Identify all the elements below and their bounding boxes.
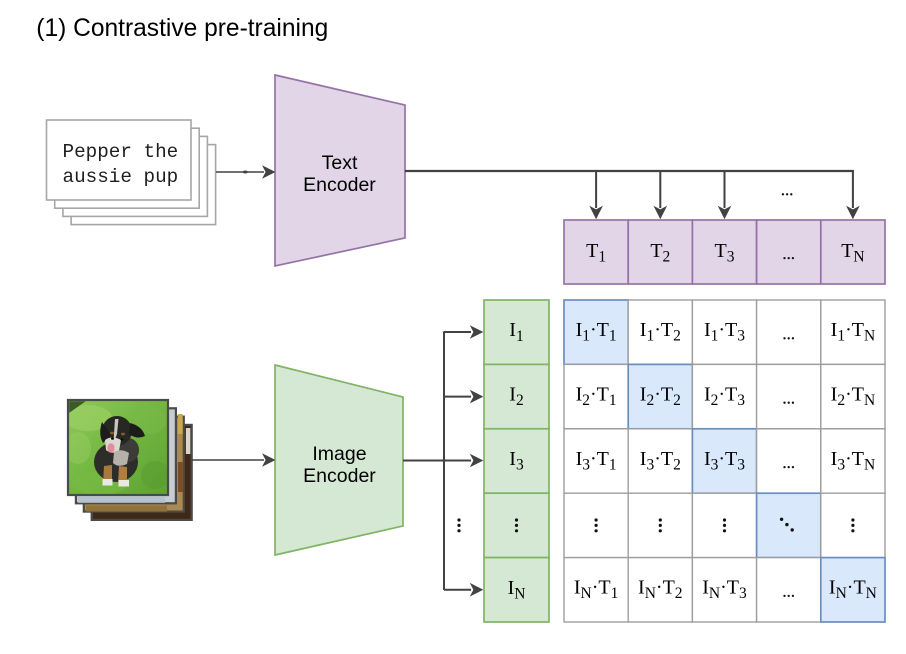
svg-text:I1·T2: I1·T2 [640, 319, 681, 345]
svg-text:Text: Text [322, 152, 358, 174]
svg-text:(1) Contrastive pre-training: (1) Contrastive pre-training [36, 15, 328, 42]
svg-text:Encoder: Encoder [303, 174, 376, 196]
svg-text:Encoder: Encoder [303, 465, 376, 487]
svg-text:aussie pup: aussie pup [63, 166, 179, 188]
svg-text:Pepper the: Pepper the [63, 141, 179, 163]
svg-text:Image: Image [312, 443, 366, 465]
